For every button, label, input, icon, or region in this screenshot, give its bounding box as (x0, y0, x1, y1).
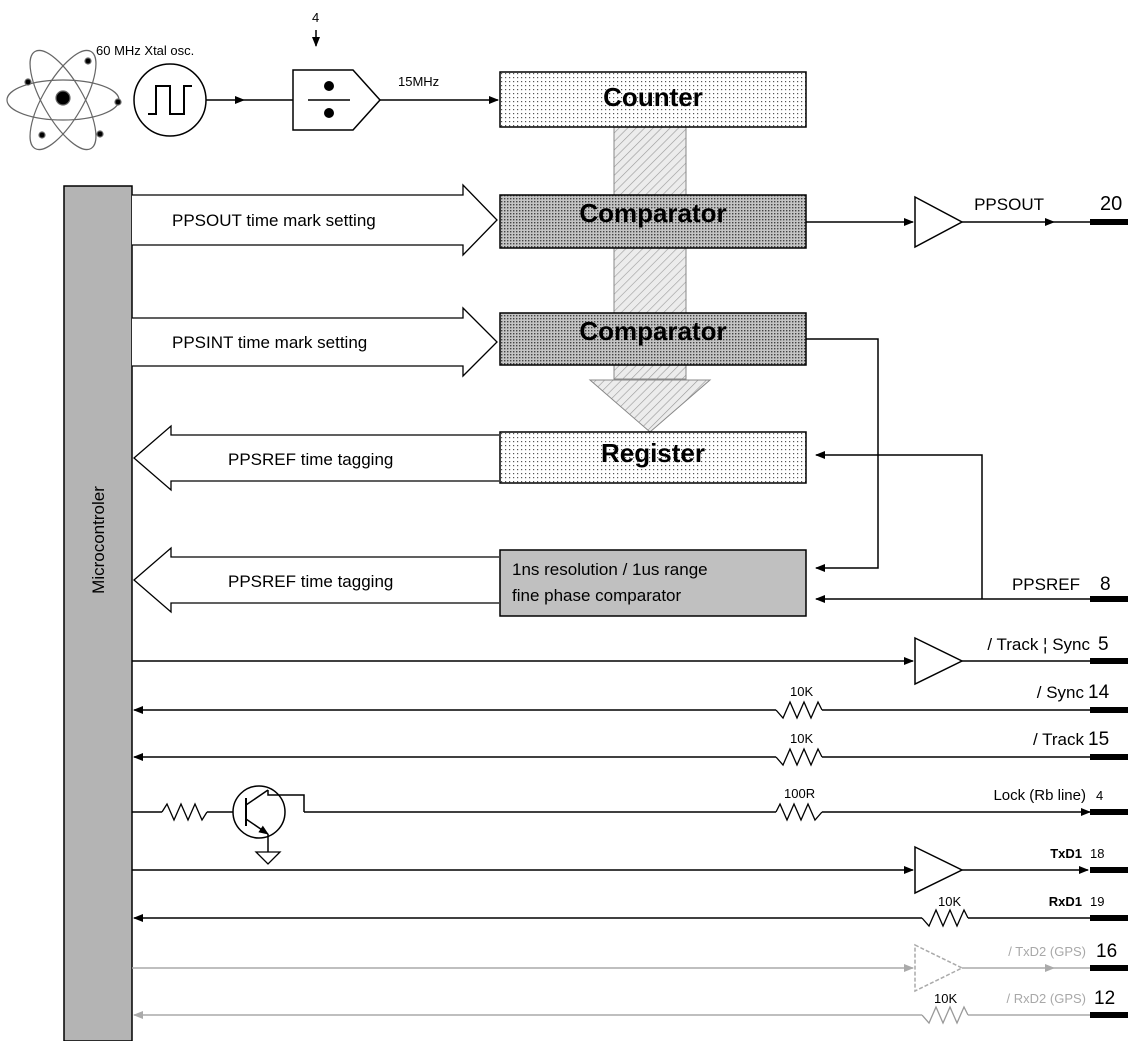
resistor-rxd2 (921, 1005, 969, 1025)
bus-label-ppsint-setting: PPSINT time mark setting (172, 333, 367, 352)
resistor-sync-label: 10K (790, 684, 813, 699)
pin-16 (1090, 965, 1128, 971)
register-block (499, 431, 807, 484)
oscillator-label: 60 MHz Xtal osc. (96, 43, 194, 58)
microcontroller-label: Microcontroler (89, 486, 108, 594)
register-label: Register (601, 438, 705, 468)
comparator-label-2: Comparator (579, 316, 726, 346)
bus-arrow-ppsref-tagging-2 (133, 546, 499, 614)
divider-block (292, 30, 382, 131)
internal-bus (588, 126, 712, 433)
bus-label-ppsref-tagging-1: PPSREF time tagging (228, 450, 393, 469)
resistor-track (775, 747, 823, 767)
pin-number-20: 20 (1100, 193, 1122, 215)
pin-number-19: 19 (1090, 894, 1104, 909)
resistor-base (161, 802, 208, 822)
counter-block (499, 71, 807, 128)
comparator-block-1 (499, 194, 807, 249)
pin-15 (1090, 754, 1128, 760)
pin-signal-ppsout: PPSOUT (974, 195, 1044, 214)
pin-signal-sync: / Sync (1037, 683, 1085, 702)
pin-8 (1090, 596, 1128, 602)
resistor-lock-label: 100R (784, 786, 815, 801)
pin-4 (1090, 809, 1128, 815)
bus-arrow-ppsref-tagging-1 (133, 424, 499, 492)
pin-19 (1090, 915, 1128, 921)
pin-number-4: 4 (1096, 788, 1103, 803)
atom-icon (6, 49, 122, 151)
pin-18 (1090, 867, 1128, 873)
buffer-ppsout (914, 195, 964, 249)
transistor-icon (232, 785, 305, 865)
resistor-rxd1-label: 10K (938, 894, 961, 909)
resistor-lock (775, 802, 823, 822)
buffer-track-sync (914, 636, 964, 686)
pin-signal-lock: Lock (Rb line) (993, 787, 1086, 804)
pin-number-16: 16 (1096, 941, 1117, 962)
bus-arrow-ppsint-setting (132, 306, 498, 378)
ground-icon (254, 851, 282, 865)
pin-number-5: 5 (1098, 634, 1109, 655)
pin-12 (1090, 1012, 1128, 1018)
phase-comparator-block (499, 549, 807, 617)
bus-label-ppsout-setting: PPSOUT time mark setting (172, 211, 376, 230)
pin-number-8: 8 (1100, 574, 1111, 595)
square-wave-oscillator-icon (133, 63, 207, 137)
pin-signal-txd2: / TxD2 (GPS) (1008, 944, 1086, 959)
pin-14 (1090, 707, 1128, 713)
pin-signal-track: / Track (1033, 730, 1085, 749)
resistor-track-label: 10K (790, 731, 813, 746)
buffer-txd2 (914, 943, 964, 993)
comparator-block-2 (499, 312, 807, 366)
comparator-label-1: Comparator (579, 198, 726, 228)
divider-output-label: 15MHz (398, 74, 439, 89)
pin-signal-track-sync: / Track ¦ Sync (987, 635, 1090, 654)
counter-label: Counter (603, 82, 703, 112)
phase-comparator-line1: 1ns resolution / 1us range (512, 560, 708, 579)
pin-signal-rxd2: / RxD2 (GPS) (1007, 991, 1086, 1006)
resistor-sync (775, 700, 823, 720)
buffer-txd1 (914, 845, 964, 895)
pin-5 (1090, 658, 1128, 664)
pin-number-18: 18 (1090, 846, 1104, 861)
phase-comparator-line2: fine phase comparator (512, 586, 681, 605)
pin-signal-ppsref: PPSREF (1012, 575, 1080, 594)
pin-number-15: 15 (1088, 729, 1109, 750)
pin-number-12: 12 (1094, 988, 1115, 1009)
pin-signal-rxd1: RxD1 (1049, 894, 1082, 909)
bus-label-ppsref-tagging-2: PPSREF time tagging (228, 572, 393, 591)
pin-signal-txd1: TxD1 (1050, 846, 1082, 861)
microcontroller-block (63, 185, 133, 1041)
pin-20 (1090, 219, 1128, 225)
resistor-rxd2-label: 10K (934, 991, 957, 1006)
bus-arrow-ppsout-setting (132, 183, 498, 257)
resistor-rxd1 (921, 908, 969, 928)
pin-number-14: 14 (1088, 682, 1110, 703)
divider-factor: 4 (312, 10, 319, 25)
